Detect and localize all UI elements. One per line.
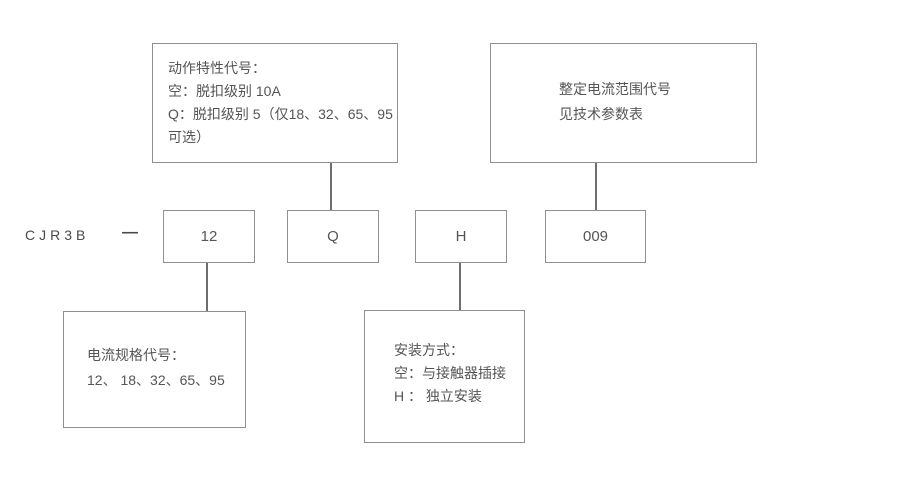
callout-trip-class: 动作特性代号： 空：脱扣级别 10A Q：脱扣级别 5（仅18、32、65、95… xyxy=(152,43,398,163)
callout-mounting-line2: 空：与接触器插接 xyxy=(394,365,506,381)
code-current-range-value: 009 xyxy=(582,228,609,245)
callout-current-range-line2: 见技术参数表 xyxy=(559,106,643,122)
callout-mounting-title: 安装方式： xyxy=(394,342,464,358)
callout-current-spec-title: 电流规格代号： xyxy=(87,347,185,363)
code-box-current-spec: 12 xyxy=(163,210,255,263)
callout-trip-class-line4: 可选） xyxy=(168,129,210,145)
connector-line-current-spec xyxy=(206,263,208,311)
connector-line-mounting xyxy=(459,263,461,310)
connector-line-trip-class xyxy=(330,163,332,210)
model-separator-dash: — xyxy=(122,224,138,241)
callout-current-spec: 电流规格代号： 12、 18、32、65、95 xyxy=(63,311,246,428)
code-mounting-value: H xyxy=(455,228,467,245)
callout-trip-class-line2: 空：脱扣级别 10A xyxy=(168,83,281,99)
callout-current-range: 整定电流范围代号 见技术参数表 xyxy=(490,43,757,163)
callout-trip-class-line3: Q：脱扣级别 5（仅18、32、65、95 xyxy=(168,106,393,122)
code-box-trip-class: Q xyxy=(287,210,379,263)
connector-line-current-range xyxy=(595,163,597,210)
code-box-mounting: H xyxy=(415,210,507,263)
callout-current-spec-line2: 12、 18、32、65、95 xyxy=(87,372,225,388)
model-prefix-label: CJR3B xyxy=(25,227,90,243)
callout-trip-class-title: 动作特性代号： xyxy=(168,60,266,76)
callout-mounting: 安装方式： 空：与接触器插接 H ： 独立安装 xyxy=(364,310,525,443)
code-current-spec-value: 12 xyxy=(200,228,218,245)
code-trip-class-value: Q xyxy=(327,228,339,245)
code-box-current-range: 009 xyxy=(545,210,646,263)
callout-mounting-line3: H ： 独立安装 xyxy=(394,388,482,404)
callout-current-range-title: 整定电流范围代号 xyxy=(559,81,671,97)
